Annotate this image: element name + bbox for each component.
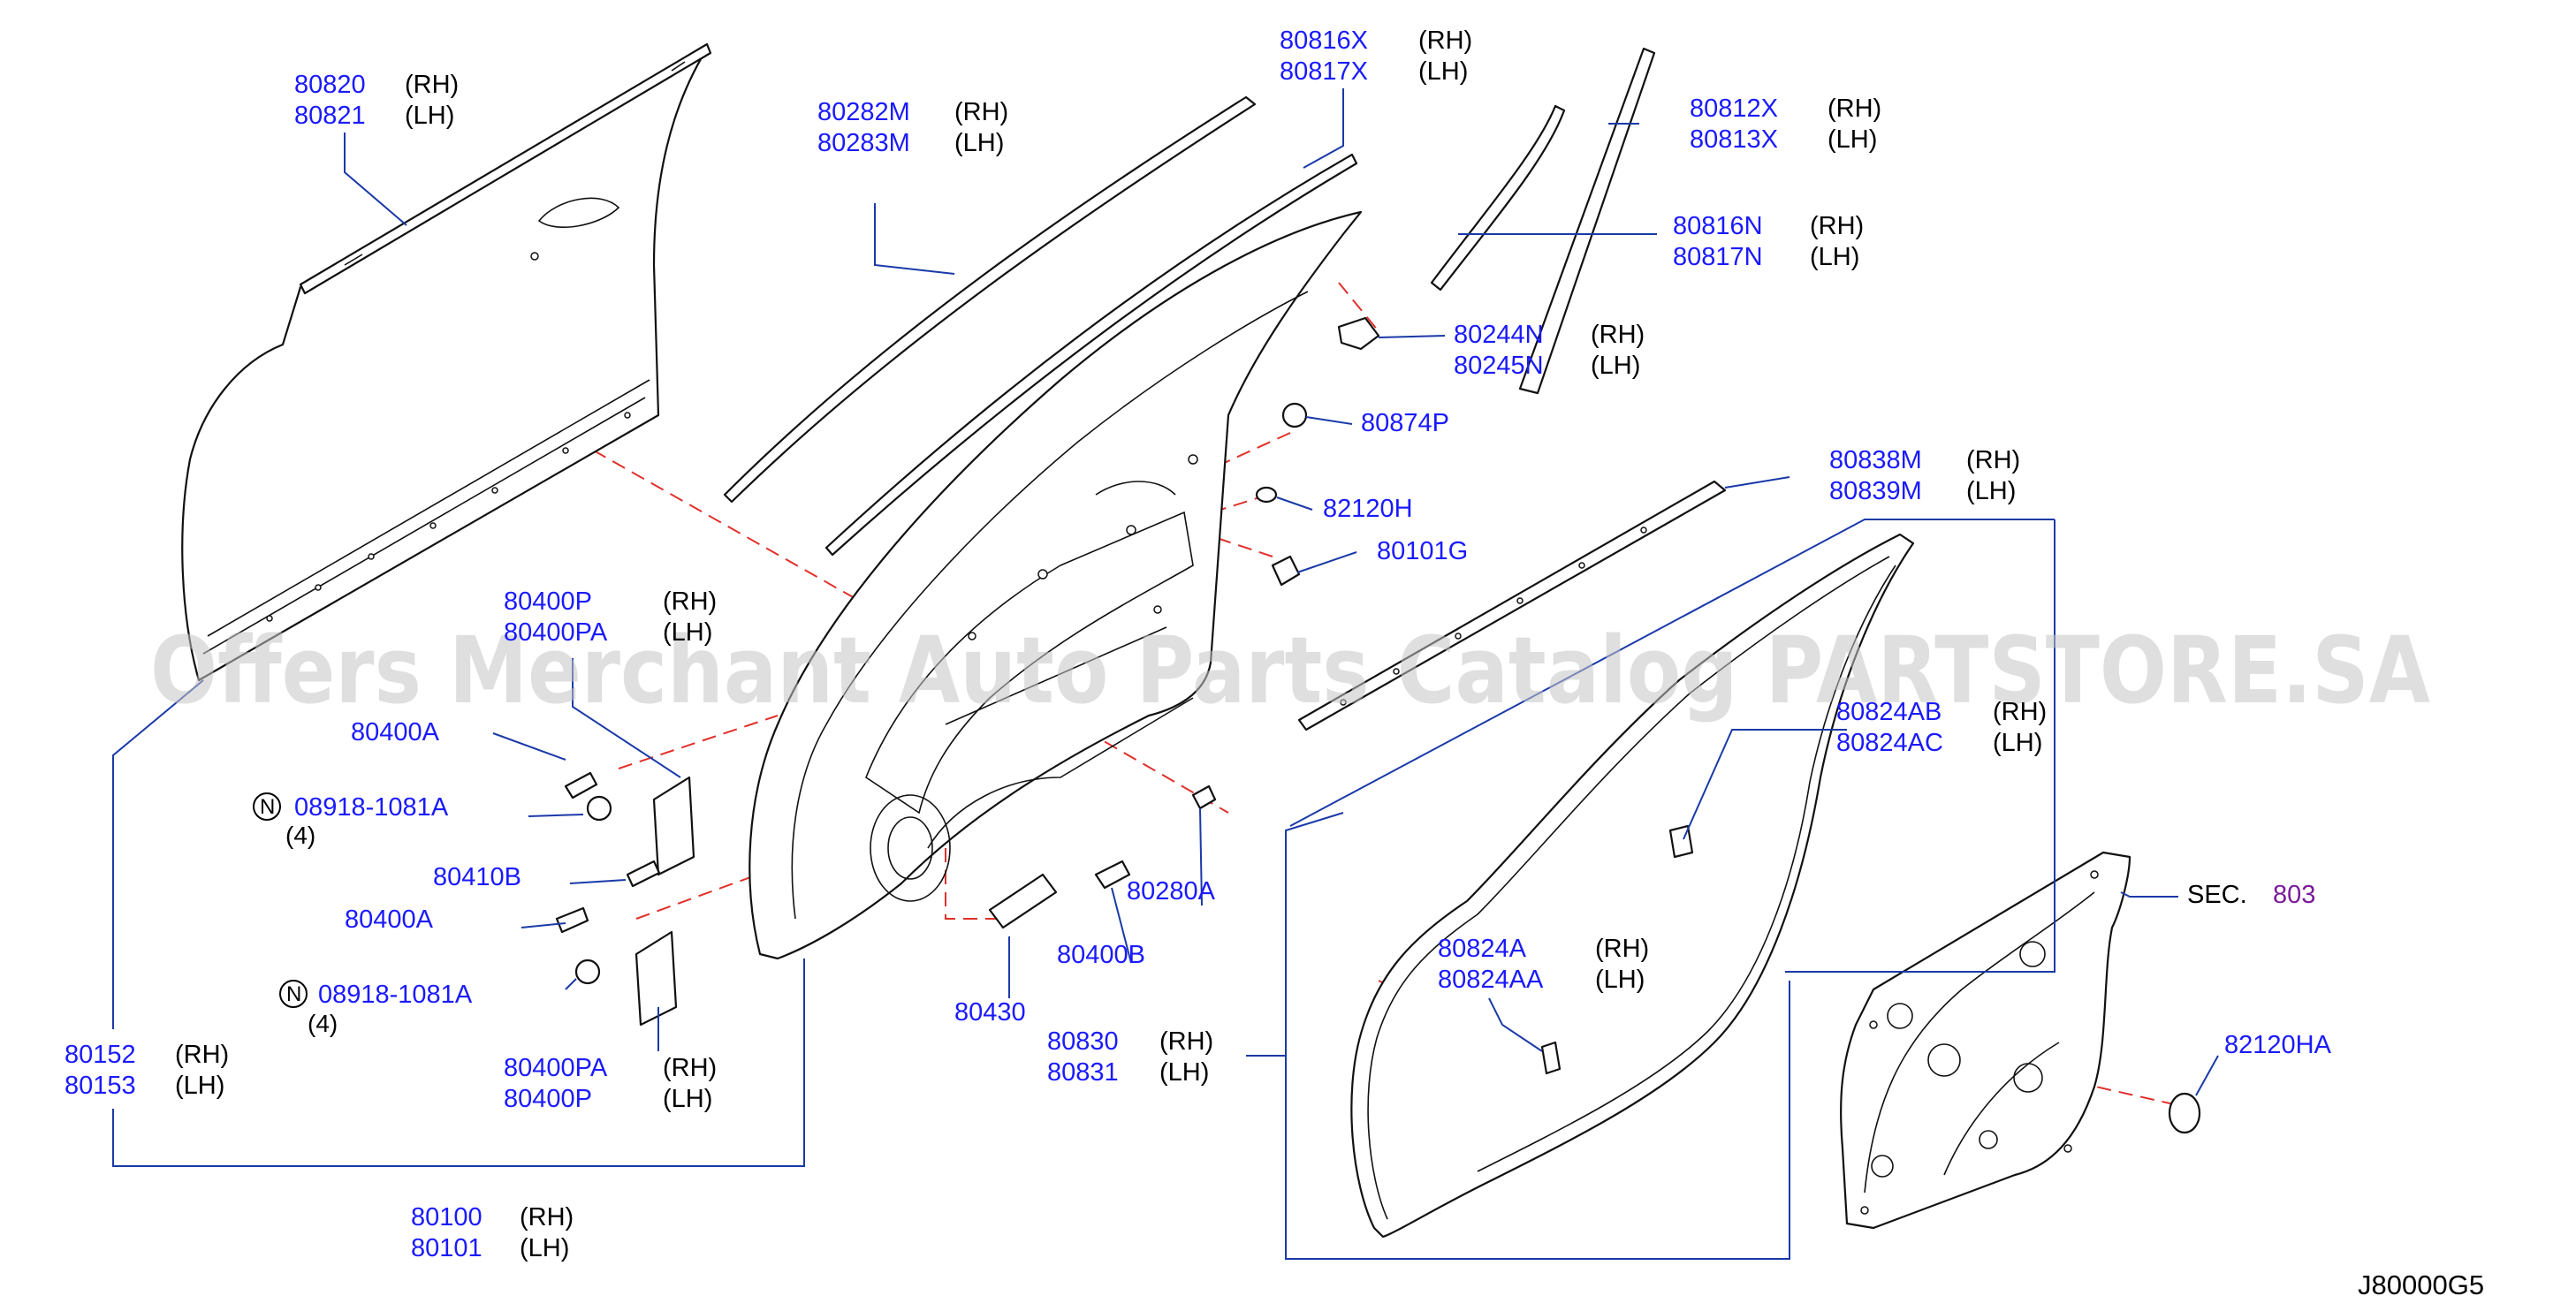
weatherstrip-rail [1297,480,1727,731]
label-80824AB[interactable]: 80824AB [1836,698,1941,726]
label-lh: (LH) [1418,57,1468,86]
label-rh: (RH) [175,1041,229,1069]
label-lh: (LH) [954,129,1004,157]
quantity-top: (4) [285,822,315,849]
sash-trims [1430,47,1656,395]
label-80817X[interactable]: 80817X [1280,57,1368,86]
label-80824AC[interactable]: 80824AC [1836,729,1943,757]
label-80816N[interactable]: 80816N [1673,212,1763,240]
label-80400P-top[interactable]: 80400P [504,587,592,616]
diagram-code: J80000G5 [2358,1269,2484,1300]
label-lh: (LH) [663,1085,712,1113]
label-80400A-bot[interactable]: 80400A [345,906,434,934]
label-rh: (RH) [1828,95,1881,123]
leader-lines [112,88,2219,1260]
label-lh: (LH) [1810,243,1859,271]
label-80830[interactable]: 80830 [1047,1027,1119,1056]
label-08918-1081A-top[interactable]: 08918-1081A [294,793,449,822]
label-80824A[interactable]: 80824A [1438,935,1527,963]
label-80400B[interactable]: 80400B [1057,941,1145,969]
outer-door-panel [181,47,709,682]
label-80813X[interactable]: 80813X [1690,125,1778,154]
n-marker-icon [279,980,308,1008]
label-80821[interactable]: 80821 [294,102,366,130]
label-lh: (LH) [1966,477,2016,505]
label-80817N[interactable]: 80817N [1673,243,1763,271]
label-rh: (RH) [1418,27,1472,55]
inner-door-frame [748,210,1363,960]
door-module-panel [1840,851,2131,1230]
n-marker-icon [253,792,281,821]
n-marker-letter: N [286,982,301,1006]
label-80839M[interactable]: 80839M [1829,477,1922,505]
label-rh: (RH) [1810,212,1864,240]
hinges-and-bolts [555,771,1217,1027]
label-80152[interactable]: 80152 [65,1041,136,1069]
label-rh: (RH) [1595,935,1649,963]
label-rh: (RH) [1993,698,2047,726]
quantity-bot: (4) [308,1010,338,1037]
section-reference-link[interactable]: 803 [2273,881,2315,909]
label-rh: (RH) [954,98,1008,126]
label-80283M[interactable]: 80283M [817,129,910,157]
label-80244N[interactable]: 80244N [1454,321,1544,349]
label-lh: (LH) [1993,729,2042,757]
label-80816X[interactable]: 80816X [1280,27,1368,55]
watermark: Offers Merchant Auto Parts Catalog PARTS… [150,617,2430,724]
label-80400PA-bot[interactable]: 80400PA [504,1054,608,1082]
label-lh: (LH) [405,102,454,130]
label-80153[interactable]: 80153 [65,1072,136,1100]
label-lh: (LH) [1828,125,1877,154]
label-80838M[interactable]: 80838M [1829,446,1922,474]
label-lh: (LH) [663,618,712,647]
roof-moulding [723,95,1358,557]
label-rh: (RH) [405,71,459,99]
label-rh: (RH) [1966,446,2020,474]
label-80280A[interactable]: 80280A [1127,877,1216,906]
label-80400PA-top[interactable]: 80400PA [504,618,608,647]
n-marker-letter: N [260,795,275,819]
label-08918-1081A-bot[interactable]: 08918-1081A [318,981,473,1009]
label-lh: (LH) [175,1072,224,1100]
label-80820[interactable]: 80820 [294,71,366,99]
label-rh: (RH) [663,587,717,616]
door-seal [1350,533,1915,1239]
label-80410B[interactable]: 80410B [433,863,521,891]
label-82120HA[interactable]: 82120HA [2224,1031,2332,1059]
outer-belt-moulding [299,42,712,295]
label-80245N[interactable]: 80245N [1454,352,1544,380]
label-80430[interactable]: 80430 [954,998,1026,1027]
plug-82120HA [2168,1092,2201,1134]
label-lh: (LH) [1591,352,1640,380]
label-80824AA[interactable]: 80824AA [1438,966,1544,994]
label-rh: (RH) [1159,1027,1213,1056]
label-lh: (LH) [520,1234,569,1262]
label-lh: (LH) [1595,966,1645,994]
label-80400P-bot[interactable]: 80400P [504,1085,592,1113]
label-80282M[interactable]: 80282M [817,98,910,126]
small-clips [1255,316,1380,587]
label-80101[interactable]: 80101 [411,1234,483,1262]
label-80831[interactable]: 80831 [1047,1058,1119,1087]
label-80812X[interactable]: 80812X [1690,95,1778,123]
section-prefix: SEC. [2187,881,2247,909]
label-82120H[interactable]: 82120H [1323,495,1413,523]
label-lh: (LH) [1159,1058,1209,1087]
label-80874P[interactable]: 80874P [1361,409,1449,437]
label-80101G[interactable]: 80101G [1377,537,1468,565]
label-rh: (RH) [1591,321,1645,349]
label-rh: (RH) [663,1054,717,1082]
part-labels: 80820 (RH) 80821 (LH) 80282M (RH) 80283M… [65,27,2484,1300]
label-80100[interactable]: 80100 [411,1203,483,1231]
label-rh: (RH) [520,1203,574,1231]
label-80400A-top[interactable]: 80400A [351,718,440,746]
